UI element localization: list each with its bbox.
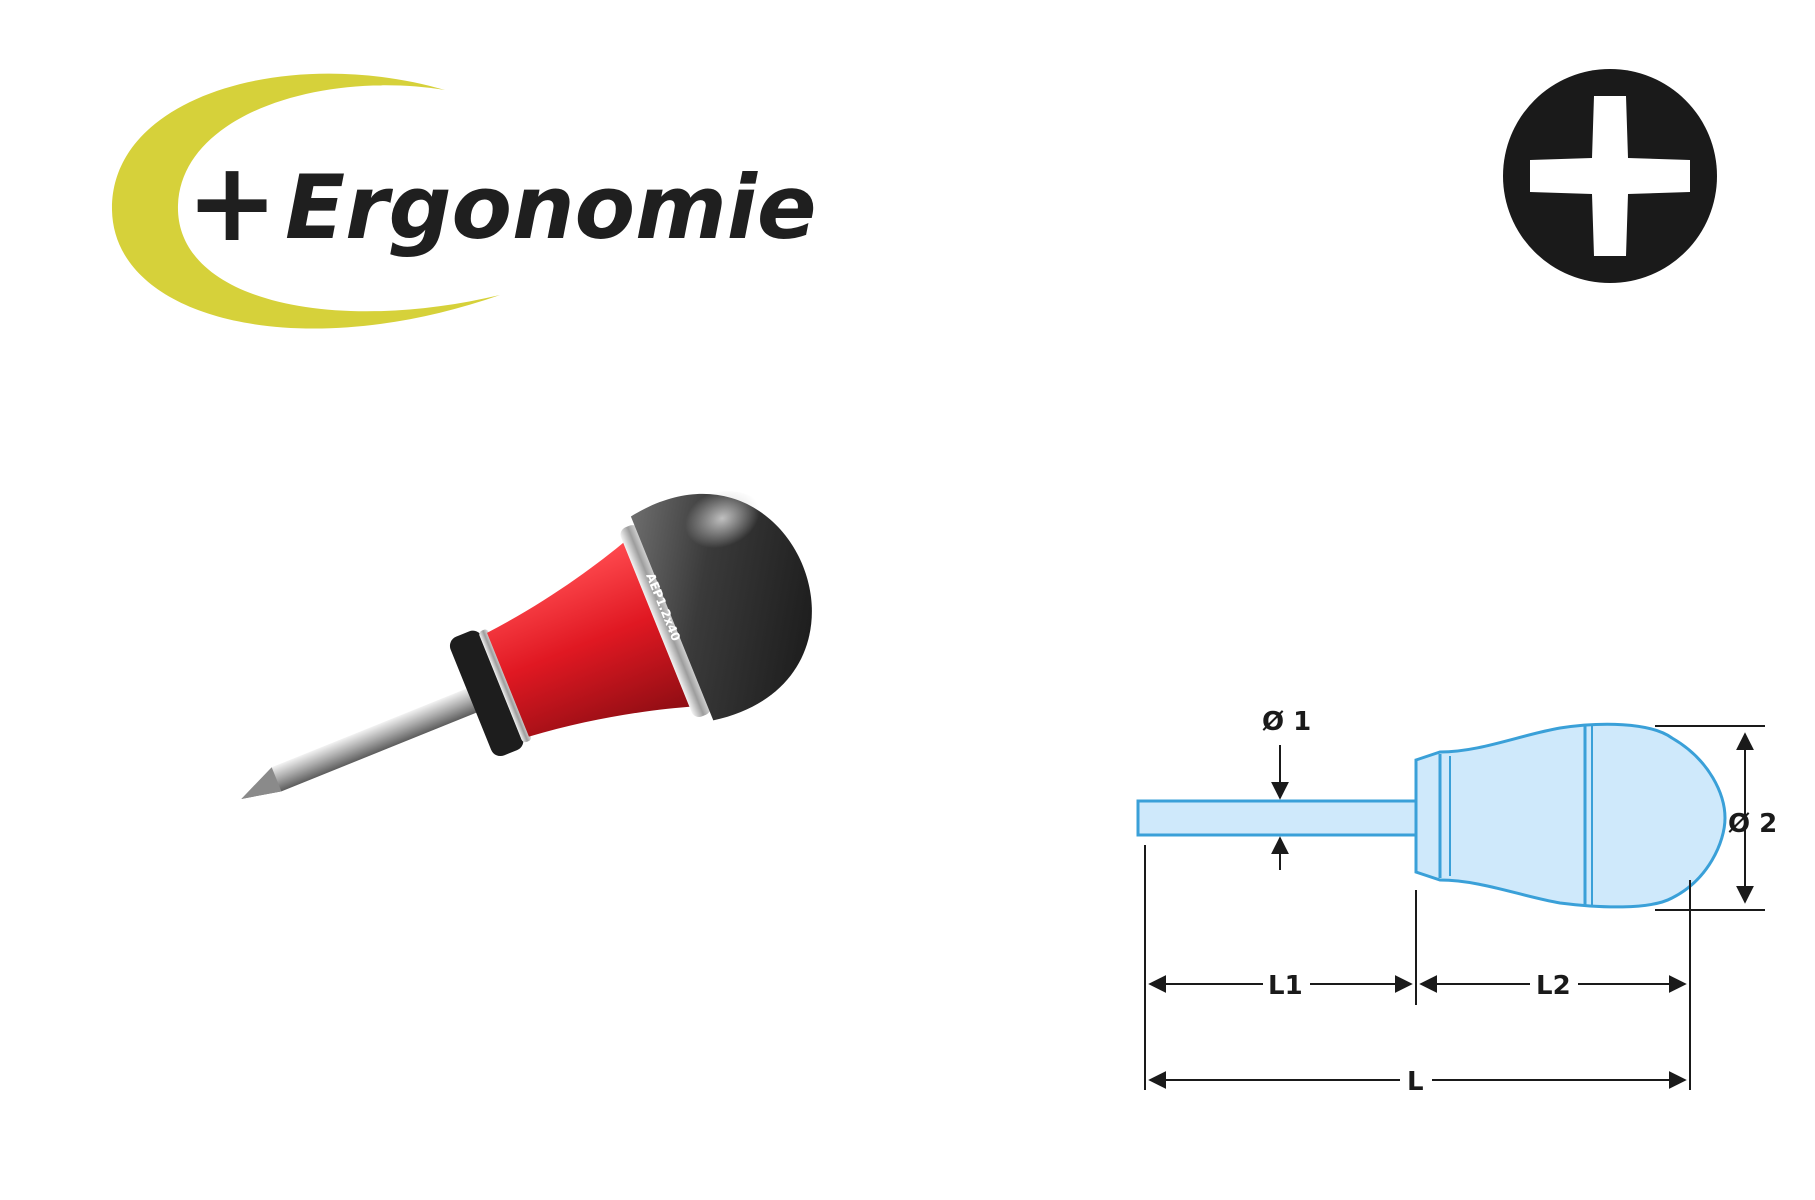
diagram-handle: [1414, 722, 1727, 909]
label-length-2: L2: [1536, 971, 1571, 1001]
logo-wordmark: Ergonomie: [285, 156, 817, 259]
label-diameter-2: Ø 2: [1728, 809, 1777, 839]
label-length-1: L1: [1268, 971, 1303, 1001]
crescent-arc: [111, 73, 500, 329]
label-length-total: L: [1407, 1067, 1424, 1097]
diagram-blade: [1136, 799, 1420, 837]
logo-plus-sign: +: [186, 138, 278, 266]
label-diameter-1: Ø 1: [1262, 707, 1311, 737]
